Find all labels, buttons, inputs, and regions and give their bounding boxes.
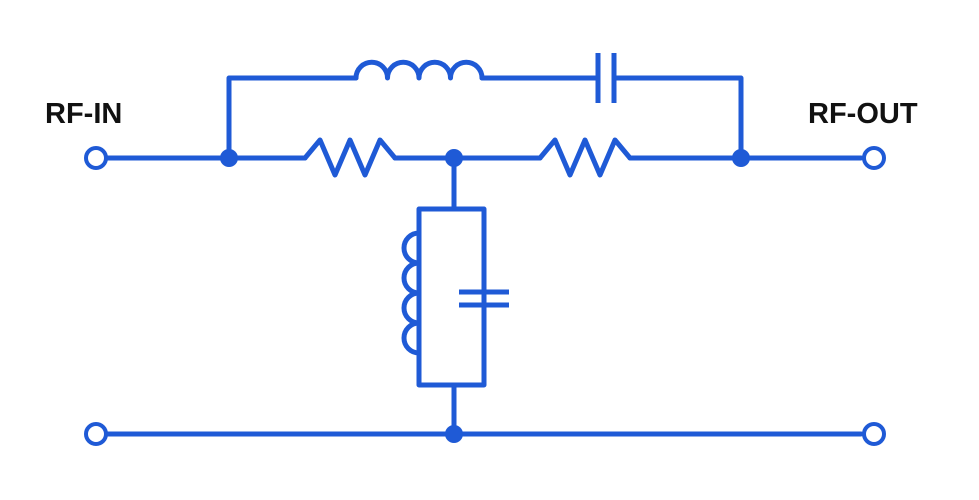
rf-out-terminal [862,146,886,170]
capacitor-c2 [459,289,509,308]
bypass-branch [226,75,744,161]
capacitor-c1 [595,53,617,103]
shunt-tank-wiring [416,155,487,437]
resistor-r1 [302,137,398,178]
junction-node-right [732,149,750,167]
rf-in-label: RF-IN [45,98,122,130]
junction-node-center [445,149,463,167]
inductor-l1 [353,59,485,81]
inductor-l2 [401,230,422,356]
ground-terminal-left [84,422,108,446]
rf-in-terminal [84,146,108,170]
junction-node-ground [445,425,463,443]
ground-terminal-right [862,422,886,446]
resistor-r2 [537,137,633,178]
rf-out-label: RF-OUT [808,98,918,130]
junction-node-left [220,149,238,167]
